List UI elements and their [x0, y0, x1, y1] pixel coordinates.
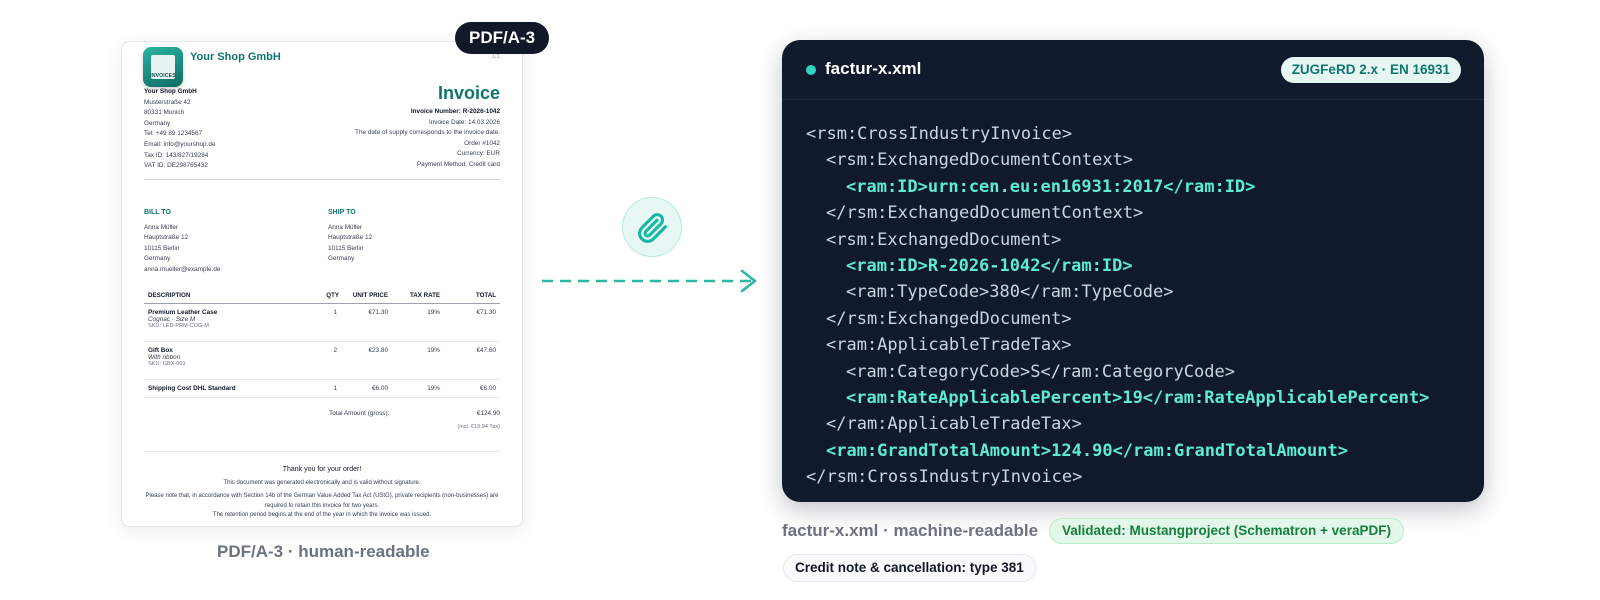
code-line: </rsm:ExchangedDocumentContext> — [826, 203, 1144, 224]
code-line: <ram:TypeCode>380</ram:TypeCode> — [846, 282, 1174, 303]
code-line: </rsm:ExchangedDocument> — [826, 308, 1072, 329]
xml-code-panel: factur-x.xml ZUGFeRD 2.x · EN 16931 <rsm… — [782, 40, 1484, 502]
dashed-arrow-right-icon — [542, 269, 757, 293]
shop-name: Your Shop GmbH — [190, 51, 281, 63]
caption-xml: factur-x.xml · machine-readable — [782, 521, 1039, 540]
xml-code: <rsm:CrossIndustryInvoice> <rsm:Exchanged… — [806, 121, 1429, 490]
paperclip-icon — [638, 213, 668, 243]
code-line: <ram:GrandTotalAmount>124.90</ram:GrandT… — [826, 440, 1348, 461]
line-items-table: DESCRIPTION QTY UNIT PRICE TAX RATE TOTA… — [144, 287, 500, 398]
ship-to-block: SHIP TO Anna Müller Hauptstraße 12 10115… — [328, 209, 373, 263]
code-line: <rsm:CrossIndustryInvoice> — [806, 124, 1073, 144]
status-dot-icon — [806, 65, 816, 75]
table-row: Gift Box With ribbon SKU: GBX-001 2 €23.… — [144, 342, 500, 380]
xml-file-title: factur-x.xml — [825, 59, 922, 78]
divider — [144, 179, 500, 180]
code-line: <rsm:ExchangedDocument> — [826, 229, 1062, 250]
standard-badge: ZUGFeRD 2.x · EN 16931 — [1280, 57, 1461, 83]
credit-note-badge: Credit note & cancellation: type 381 — [783, 554, 1036, 582]
pdfa-badge: PDF/A-3 — [455, 22, 550, 54]
bill-to-block: BILL TO Anna Müller Hauptstraße 12 10115… — [144, 209, 221, 273]
code-panel-header: factur-x.xml ZUGFeRD 2.x · EN 16931 — [782, 40, 1484, 100]
seller-address: Your Shop GmbH Musterstraße 42 80331 Mun… — [144, 88, 216, 170]
code-line: <ram:ID>urn:cen.eu:en16931:2017</ram:ID> — [846, 176, 1256, 197]
code-line: </ram:ApplicableTradeTax> — [826, 414, 1082, 435]
table-row: Shipping Cost DHL Standard 1 €6.00 19% €… — [144, 380, 500, 398]
code-line: <ram:CategoryCode>S</ram:CategoryCode> — [846, 361, 1235, 382]
caption-pdf: PDF/A-3 · human-readable — [217, 542, 430, 561]
code-line: <ram:ApplicableTradeTax> — [826, 335, 1072, 356]
code-line: </rsm:CrossIndustryInvoice> — [806, 467, 1083, 488]
invoice-footer: Thank you for your order! This document … — [145, 466, 499, 518]
attachment-badge — [622, 197, 682, 257]
invoice-meta: Invoice Number: R-2026-1042 Invoice Date… — [355, 108, 500, 168]
invoice-title: Invoice — [437, 83, 500, 103]
invoice-preview: INVOICES Your Shop GmbH 1/1 Your Shop Gm… — [121, 41, 523, 527]
validated-badge: Validated: Mustangproject (Schematron + … — [1049, 518, 1404, 544]
divider — [144, 451, 500, 452]
shop-logo-icon: INVOICES — [143, 47, 183, 87]
code-line: <ram:ID>R-2026-1042</ram:ID> — [846, 255, 1133, 276]
table-row: Premium Leather Case Cognac · Size M SKU… — [144, 304, 500, 342]
code-line: <rsm:ExchangedDocumentContext> — [826, 150, 1134, 171]
table-header: DESCRIPTION QTY UNIT PRICE TAX RATE TOTA… — [144, 287, 500, 304]
page-number: 1/1 — [491, 54, 500, 60]
code-line: <ram:RateApplicablePercent>19</ram:RateA… — [846, 387, 1430, 408]
